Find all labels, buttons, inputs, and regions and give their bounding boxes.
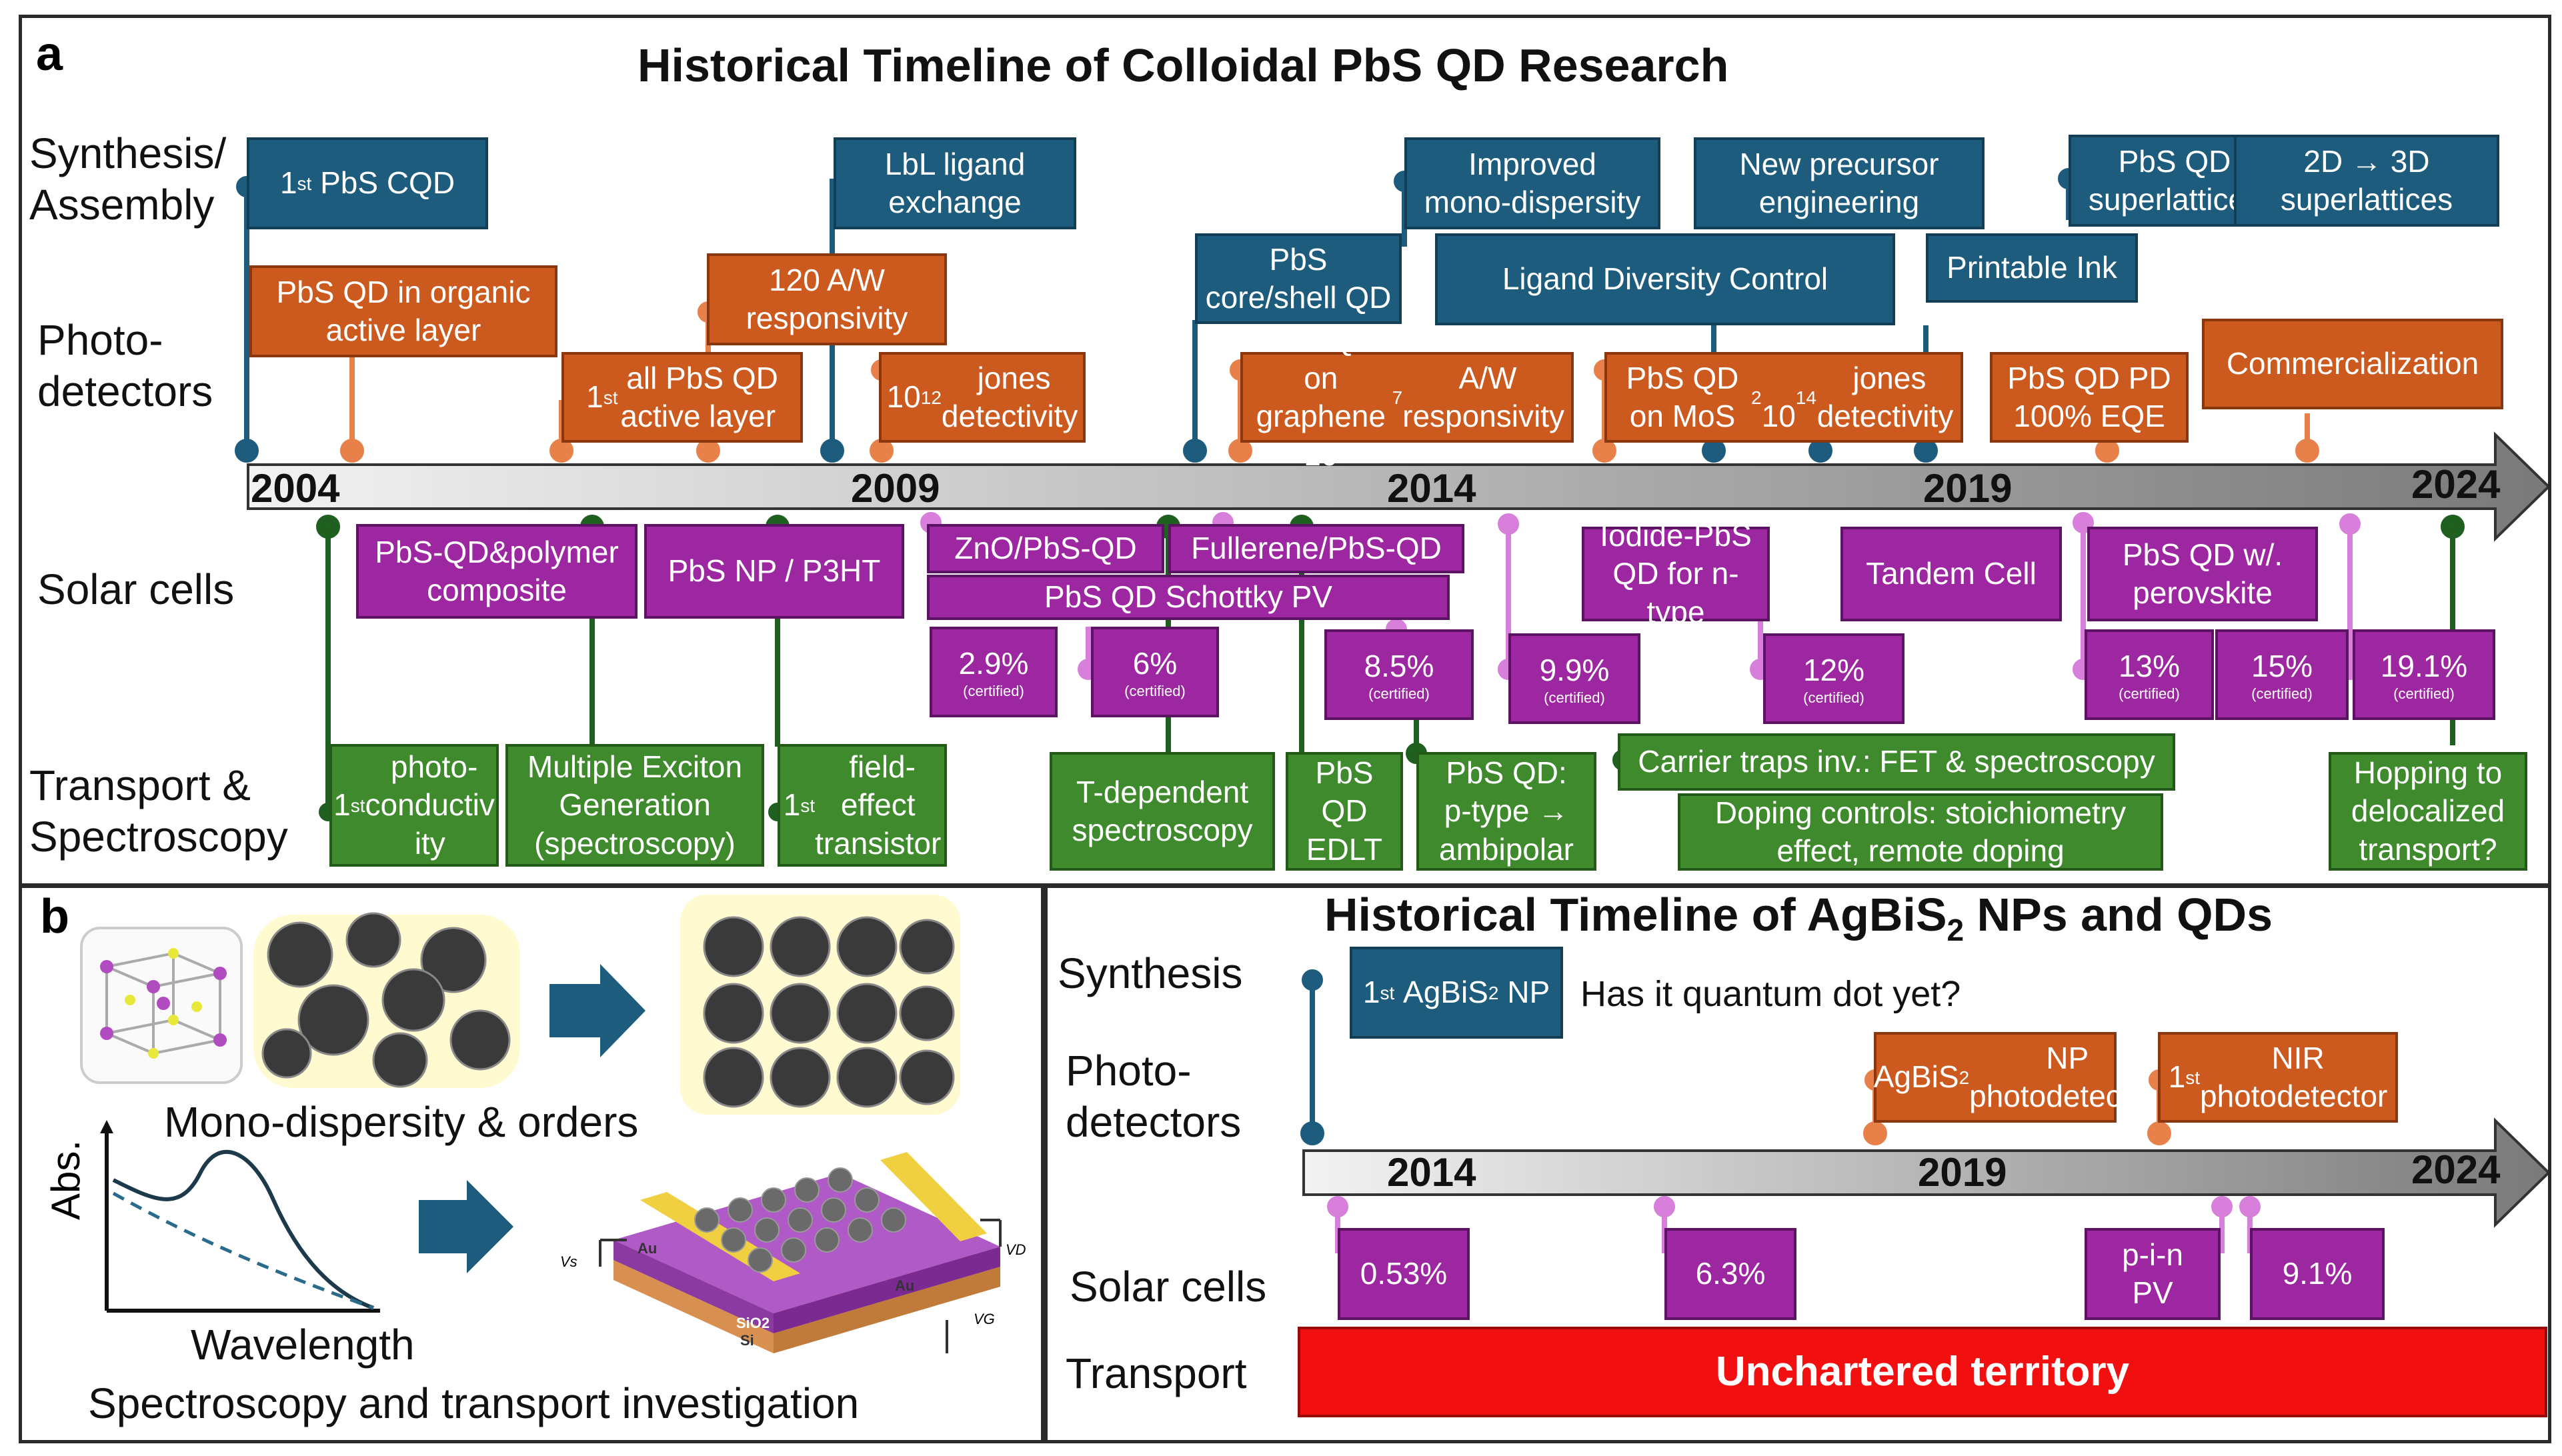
year-2019: 2019	[1923, 466, 2013, 511]
solar-polymer-composite: PbS-QD&polymer composite	[356, 524, 637, 619]
eff-9-9: 9.9%(certified)	[1508, 633, 1640, 724]
c-row-label-photodetectors: Photo- detectors	[1066, 1047, 1242, 1146]
synthesis-lbl-ligand: LbL ligand exchange	[834, 137, 1076, 229]
c-row-label-synthesis: Synthesis	[1058, 949, 1243, 997]
synthesis-precursor: New precursor engineering	[1694, 137, 1985, 229]
panel-c-title: Historical Timeline of AgBiS2 NPs and QD…	[1324, 889, 2273, 947]
transport-edlt: PbS QD EDLT	[1286, 752, 1403, 871]
year-2014: 2014	[1387, 466, 1476, 511]
panel-a-letter: a	[36, 27, 63, 81]
row-label-solar-cells: Solar cells	[37, 565, 235, 613]
eff-6: 6%(certified)	[1091, 627, 1219, 717]
c-row-label-solar: Solar cells	[1070, 1263, 1267, 1311]
pd-organic-active-layer: PbS QD in organic active layer	[249, 265, 557, 357]
year-2009: 2009	[851, 466, 940, 511]
solar-zno-pbs: ZnO/PbS-QD	[927, 524, 1164, 573]
device-label-sio2: SiO2	[736, 1315, 770, 1331]
transport-doping: Doping controls: stoichiometry effect, r…	[1678, 793, 2163, 871]
transport-p-type: PbS QD: p-type → ambipolar	[1416, 752, 1596, 871]
row-label-transport: Transport & Spectroscopy	[29, 761, 288, 861]
transport-carrier-traps: Carrier traps inv.: FET & spectroscopy	[1618, 733, 2175, 791]
eff-19-1: 19.1%(certified)	[2353, 629, 2495, 720]
transport-mec: Multiple Exciton Generation (spectroscop…	[505, 744, 764, 867]
c-row-label-transport: Transport	[1066, 1349, 1247, 1397]
solar-tandem: Tandem Cell	[1840, 527, 2062, 621]
eff-15: 15%(certified)	[2215, 629, 2349, 720]
row-label-synthesis: Synthesis/ Assembly	[29, 129, 227, 229]
c-year-2019: 2019	[1918, 1150, 2007, 1195]
device-label-au-right: Au	[895, 1277, 915, 1294]
eff-13: 13%(certified)	[2085, 629, 2214, 720]
eff-12: 12%(certified)	[1763, 633, 1904, 724]
row-label-photodetectors: Photo- detectors	[37, 316, 213, 415]
solar-perovskite: PbS QD w/. perovskite	[2087, 527, 2318, 621]
panel-b-letter: b	[40, 890, 69, 943]
c-question: Has it quantum dot yet?	[1580, 974, 1961, 1014]
eff-2-9: 2.9%(certified)	[930, 627, 1058, 717]
abs-axis-label: Abs.	[43, 1139, 88, 1220]
wavelength-label: Wavelength	[191, 1321, 415, 1369]
synthesis-core-shell: PbS core/shell QD	[1195, 233, 1402, 324]
c-sc-0-53: 0.53%	[1338, 1228, 1470, 1320]
mono-dispersity-label: Mono-dispersity & orders	[164, 1098, 639, 1146]
c-sc-pin-pv: p-i-n PV	[2085, 1228, 2221, 1320]
synthesis-printable-ink: Printable Ink	[1926, 233, 2138, 303]
solar-iodide-pbs: Iodide-PbS QD for n-type	[1582, 518, 1770, 629]
device-label-vs: Vs	[560, 1253, 577, 1270]
c-sc-6-3: 6.3%	[1664, 1228, 1796, 1320]
device-label-vg: VG	[974, 1311, 995, 1327]
c-uncharted-territory: Unchartered territory	[1298, 1327, 2547, 1417]
spectroscopy-transport-label: Spectroscopy and transport investigation	[88, 1379, 860, 1427]
synthesis-mono-dispersity: Improved mono-dispersity	[1404, 137, 1660, 229]
device-label-au-left: Au	[637, 1240, 658, 1257]
panel-a-title: Historical Timeline of Colloidal PbS QD …	[637, 39, 1729, 91]
c-year-2024: 2024	[2411, 1147, 2501, 1192]
pd-commercialization: Commercialization	[2202, 319, 2503, 409]
timeline-arrow-a	[247, 431, 2551, 542]
solar-fullerene-pbs: Fullerene/PbS-QD	[1168, 524, 1464, 573]
solar-pbs-np-p3ht: PbS NP / P3HT	[644, 524, 904, 619]
eff-8-5: 8.5%(certified)	[1324, 629, 1474, 720]
pd-100-eqe: PbS QD PD 100% EQE	[1990, 352, 2189, 443]
transport-hopping: Hopping to delocalized transport?	[2329, 752, 2527, 871]
panel-c	[1044, 883, 2551, 1443]
synthesis-2d-3d: 2D → 3D superlattices	[2234, 135, 2499, 227]
transport-t-dependent: T-dependent spectroscopy	[1050, 752, 1275, 871]
device-label-vd: VD	[1006, 1241, 1026, 1258]
c-year-2014: 2014	[1387, 1150, 1476, 1195]
c-sc-9-1: 9.1%	[2250, 1228, 2385, 1320]
pd-120-aw: 120 A/W responsivity	[707, 253, 947, 345]
synthesis-ligand-diversity: Ligand Diversity Control	[1435, 233, 1895, 325]
solar-schottky-pv: PbS QD Schottky PV	[927, 575, 1450, 620]
year-2024: 2024	[2411, 462, 2501, 507]
panel-b	[19, 883, 1044, 1443]
device-label-si: Si	[740, 1332, 754, 1349]
timeline-arrow-c	[1302, 1117, 2551, 1228]
year-2004: 2004	[251, 466, 340, 511]
